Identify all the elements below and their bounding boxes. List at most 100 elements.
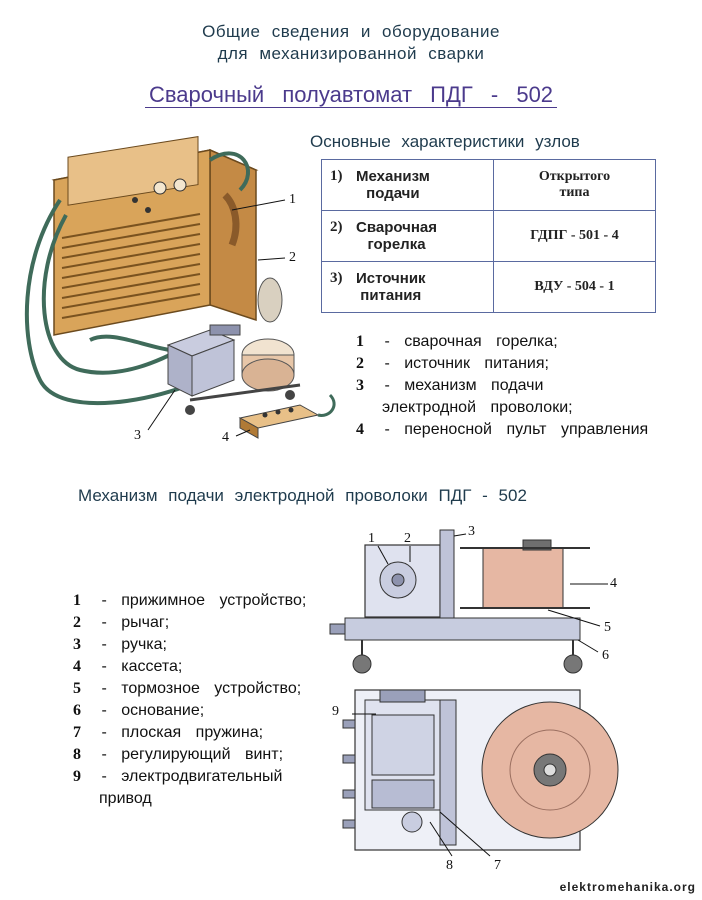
callout-9-feeder: 9	[332, 704, 339, 719]
gearbox	[371, 779, 435, 809]
knob-icon	[145, 207, 151, 213]
specs-name-line2: горелка	[367, 236, 426, 253]
legend-item: 4 - кассета;	[73, 656, 306, 678]
legend-num: 2	[73, 614, 81, 631]
callout-7-feeder: 7	[494, 858, 501, 873]
vent-slats	[61, 213, 201, 319]
specs-value-line2: типа	[559, 185, 590, 200]
legend-item: 6 - основание;	[73, 700, 306, 722]
header-line-1: Общие сведения и оборудование	[202, 22, 500, 41]
legend-text: - прижимное устройство;	[101, 592, 307, 609]
watermark: elektromehanika.org	[559, 880, 696, 894]
legend-bottom: 1 - прижимное устройство; 2 - рычаг; 3 -…	[73, 590, 306, 810]
specs-row-num: 3)	[330, 270, 343, 286]
specs-heading: Основные характеристики узлов	[310, 132, 580, 151]
legend-item: электродной проволоки;	[356, 397, 648, 419]
remote-side	[239, 417, 259, 439]
wheel-icon	[285, 390, 295, 400]
callout-2: 2	[289, 250, 296, 265]
page-title-text: Сварочный полуавтомат ПДГ - 502	[144, 82, 558, 108]
legend-num: 3	[356, 377, 364, 394]
legend-num: 1	[356, 333, 364, 350]
callout-4-feeder: 4	[610, 576, 617, 591]
torch-icon	[222, 192, 240, 247]
specs-row-num: 2)	[330, 219, 343, 235]
wheel-icon	[185, 405, 195, 415]
cassette-ring	[509, 729, 591, 811]
specs-name-line1: Механизм	[356, 168, 430, 185]
feeder-handle	[209, 324, 241, 336]
legend-text: - переносной пульт управления	[384, 421, 649, 438]
adjusting-screw-icon	[401, 811, 423, 833]
caster-wheel-icon	[352, 654, 372, 674]
legend-text: - ручка;	[101, 636, 167, 653]
header-line-2: для механизированной сварки	[217, 44, 485, 63]
legend-item: 2 - рычаг;	[73, 612, 306, 634]
legend-text: - механизм подачи	[384, 377, 544, 394]
specs-name-line1: Сварочная	[356, 219, 438, 236]
button-icon	[288, 407, 294, 413]
specs-row-num: 1)	[330, 168, 343, 184]
specs-value-cell: ВДУ - 504 - 1	[493, 261, 656, 313]
legend-item: 5 - тормозное устройство;	[73, 678, 306, 700]
cassette-hub-icon	[522, 539, 552, 551]
button-icon	[262, 412, 268, 418]
legend-item: 8 - регулирующий винт;	[73, 744, 306, 766]
legend-text: - плоская пружина;	[101, 724, 264, 741]
section2-heading: Механизм подачи электродной проволоки ПД…	[78, 486, 527, 505]
legend-text: - электродвигательный	[101, 768, 283, 785]
legend-item: 1 - сварочная горелка;	[356, 331, 648, 353]
specs-name-line1: Источник	[356, 270, 426, 287]
legend-num: 6	[73, 702, 81, 719]
legend-text: - тормозное устройство;	[101, 680, 302, 697]
spare-spool	[257, 277, 283, 323]
legend-num: 4	[73, 658, 81, 675]
motor-cap	[379, 689, 426, 703]
legend-num: 1	[73, 592, 81, 609]
legend-num: 8	[73, 746, 81, 763]
feeder-front	[191, 339, 235, 397]
specs-value-cell: ГДПГ - 501 - 4	[493, 210, 656, 262]
legend-item: 1 - прижимное устройство;	[73, 590, 306, 612]
button-icon	[275, 409, 281, 415]
callout-5-feeder: 5	[604, 620, 611, 635]
legend-text: - источник питания;	[384, 355, 549, 372]
meter-left	[153, 181, 167, 195]
legend-item: 3 - ручка;	[73, 634, 306, 656]
base-frame	[344, 617, 581, 641]
callout-3: 3	[134, 428, 141, 443]
legend-text: - кассета;	[101, 658, 183, 675]
caster-wheel-icon	[563, 654, 583, 674]
page-title: Сварочный полуавтомат ПДГ - 502	[0, 82, 702, 108]
legend-text: - регулирующий винт;	[101, 746, 284, 763]
motor-body	[371, 714, 435, 776]
legend-text: привод	[99, 790, 152, 807]
legend-item: 2 - источник питания;	[356, 353, 648, 375]
callout-1-feeder: 1	[368, 531, 375, 546]
legend-text: электродной проволоки;	[382, 399, 573, 416]
legend-top: 1 - сварочная горелка; 2 - источник пита…	[356, 331, 648, 441]
callout-1: 1	[289, 192, 296, 207]
legend-num: 3	[73, 636, 81, 653]
legend-item: 9 - электродвигательный	[73, 766, 306, 788]
legend-item: 3 - механизм подачи	[356, 375, 648, 397]
callout-8-feeder: 8	[446, 858, 453, 873]
cassette-axle-icon	[543, 763, 557, 777]
callout-4: 4	[222, 430, 229, 445]
leader-lines	[147, 199, 286, 437]
side-plate	[439, 699, 457, 846]
meter-right	[173, 178, 187, 192]
spool-bottom	[241, 358, 295, 392]
specs-name-line2: питания	[360, 287, 422, 304]
legend-text: - основание;	[101, 702, 205, 719]
